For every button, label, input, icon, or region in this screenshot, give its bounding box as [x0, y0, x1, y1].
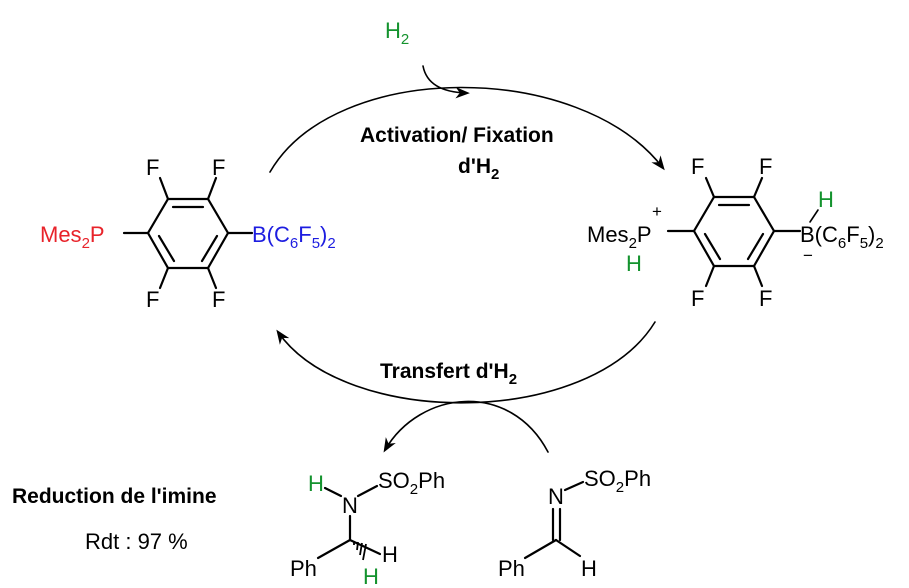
step-bottom-label: Transfert d'H2 [380, 360, 517, 388]
amine-product: H N SO2Ph Ph H H [290, 468, 445, 588]
amine-sulfonyl: SO2Ph [378, 468, 445, 498]
amine-transferred-hydrogen: H [363, 564, 379, 588]
activated-f-bottom-left: F [691, 286, 704, 311]
activated-plus-charge: + [652, 202, 662, 221]
catalyst-f-top-left: F [146, 155, 159, 180]
activated-ring [692, 195, 776, 268]
h2-reagent: H2 [385, 18, 409, 48]
amine-phenyl: Ph [290, 556, 317, 581]
activated-f-top-left: F [691, 154, 704, 179]
activated-f-top-right: F [759, 154, 772, 179]
catalyst-ring [146, 197, 230, 270]
catalyst-phosphine: Mes2P [40, 222, 105, 252]
step-top-line1: Activation/ Fixation [360, 124, 554, 147]
amine-nitrogen: N [342, 493, 358, 518]
cycle-arc-top [269, 86, 665, 173]
activated-structure: F F F F Mes2P + H B(C6F5)2 H − [587, 154, 884, 311]
catalyst-borane: B(C6F5)2 [252, 222, 336, 252]
catalyst-f-top-right: F [212, 155, 225, 180]
imine-substrate: N SO2Ph Ph H [498, 466, 651, 581]
imine-phenyl: Ph [498, 556, 525, 581]
imine-hydrogen: H [581, 556, 597, 581]
activated-p-hydrogen: H [626, 251, 642, 276]
catalyst-f-bottom-left: F [146, 287, 159, 312]
reduction-title: Reduction de l'imine [12, 485, 217, 508]
catalyst-f-bottom-right: F [212, 287, 225, 312]
h2-entry-arrow [422, 65, 470, 99]
amine-n-hydrogen: H [308, 471, 324, 496]
activated-b-hydrogen: H [818, 187, 834, 212]
step-top-line2: d'H2 [458, 155, 499, 183]
activated-borate: B(C6F5)2 [800, 222, 884, 252]
amine-c-hydrogen: H [382, 542, 398, 567]
substrate-arc [383, 400, 549, 453]
reduction-yield: Rdt : 97 % [85, 529, 188, 554]
imine-nitrogen: N [548, 484, 564, 509]
activated-f-bottom-right: F [759, 286, 772, 311]
activated-phosphonium: Mes2P [587, 222, 652, 252]
catalyst-structure: F F F F Mes2P B(C6F5)2 [40, 155, 336, 312]
imine-sulfonyl: SO2Ph [584, 466, 651, 496]
cycle-arc-bottom [276, 321, 656, 404]
activated-minus-charge: − [803, 246, 813, 265]
